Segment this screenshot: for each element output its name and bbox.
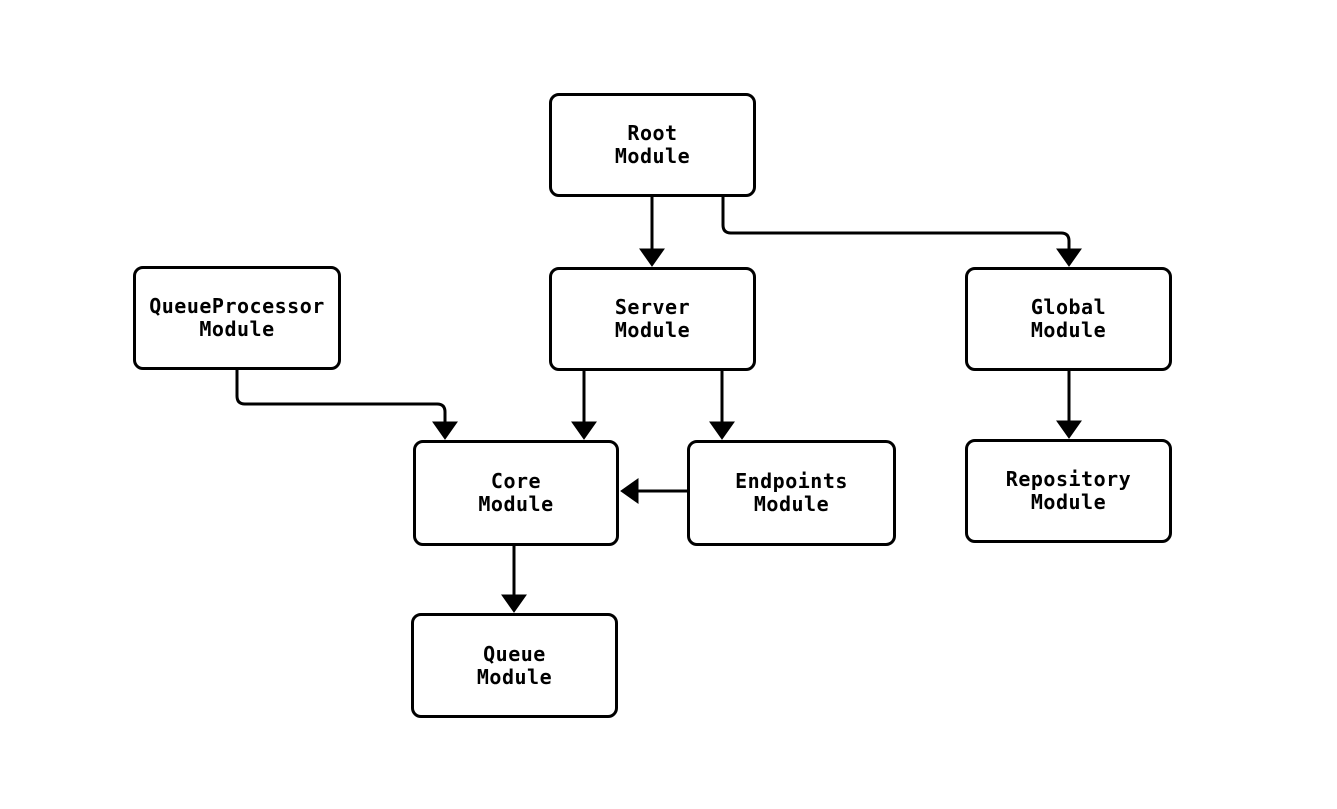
- arrowhead-icon: [1056, 248, 1082, 267]
- node-global-module: Global Module: [965, 267, 1172, 371]
- edge-queueprocessor-to-core: [235, 370, 458, 440]
- node-label-line1: QueueProcessor: [149, 294, 325, 318]
- arrowhead-icon: [501, 594, 527, 613]
- node-label-line2: Module: [1030, 318, 1107, 342]
- arrowhead-icon: [639, 248, 665, 267]
- edge-core-to-queue: [501, 546, 527, 613]
- node-label-line1: Root: [627, 121, 678, 145]
- node-repository-module: Repository Module: [965, 439, 1172, 543]
- node-label-line2: Module: [478, 492, 554, 516]
- arrowhead-icon: [620, 478, 639, 504]
- node-label-line1: Global: [1030, 295, 1107, 319]
- node-endpoints-module: Endpoints Module: [687, 440, 896, 546]
- edge-endpoints-to-core: [620, 478, 687, 504]
- edge-global-to-repository: [1056, 371, 1082, 439]
- node-label-line2: Module: [476, 664, 553, 689]
- node-queue-module: Queue Module: [411, 613, 618, 718]
- node-label-line2: Module: [1030, 490, 1107, 514]
- node-queueprocessor-module: QueueProcessor Module: [133, 266, 341, 370]
- edge-root-to-global: [721, 197, 1082, 267]
- node-server-module: Server Module: [549, 267, 756, 371]
- node-core-module: Core Module: [413, 440, 619, 546]
- edge-server-to-core: [571, 370, 597, 440]
- node-label-line2: Module: [614, 318, 691, 342]
- node-root-module: Root Module: [549, 93, 756, 197]
- edge-server-to-endpoints: [709, 370, 735, 440]
- node-label-line1: Queue: [483, 641, 546, 666]
- node-label-line1: Server: [614, 295, 691, 319]
- node-label-line2: Module: [614, 144, 691, 168]
- arrowhead-icon: [571, 421, 597, 440]
- edge-root-to-server: [639, 197, 665, 267]
- node-label-line2: Module: [199, 317, 275, 341]
- node-label-line1: Repository: [1005, 467, 1132, 491]
- node-label-line2: Module: [753, 492, 830, 516]
- arrowhead-icon: [1056, 420, 1082, 439]
- arrowhead-icon: [432, 421, 458, 440]
- arrowhead-icon: [709, 421, 735, 440]
- node-label-line1: Core: [490, 469, 542, 493]
- node-label-line1: Endpoints: [735, 469, 848, 493]
